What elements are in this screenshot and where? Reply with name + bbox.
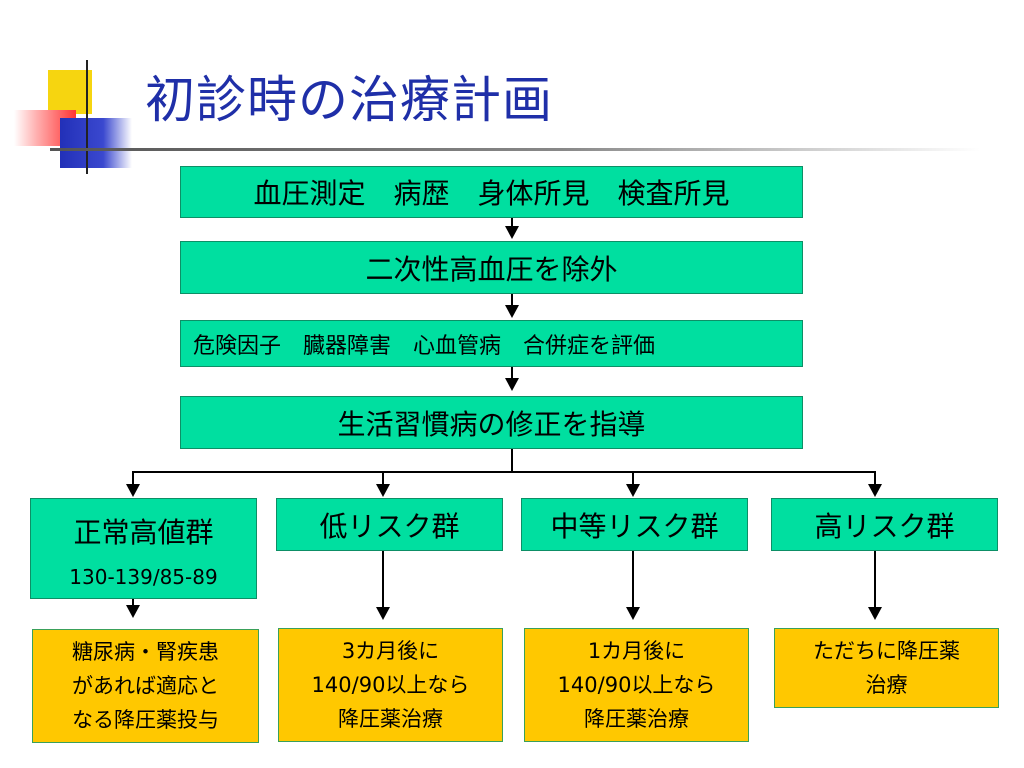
result-line: ただちに降圧薬 [813, 639, 960, 663]
group-label-high-risk: 高リスク群 [814, 509, 955, 543]
result-box-medium-risk: 1カ月後に 140/90以上なら 降圧薬治療 [524, 628, 749, 742]
connector-line [132, 599, 134, 607]
step-box-examination: 血圧測定 病歴 身体所見 検査所見 [180, 166, 803, 218]
connector-line [632, 551, 634, 609]
result-line: 140/90以上なら [311, 673, 470, 697]
connector-line [382, 551, 384, 609]
connector-line [511, 294, 513, 306]
result-line: 治療 [865, 673, 908, 697]
result-line: 140/90以上なら [557, 673, 716, 697]
group-box-high-risk: 高リスク群 [771, 498, 998, 551]
branch-drop-line [132, 471, 134, 486]
branch-drop-line [382, 471, 384, 486]
result-box-high-risk: ただちに降圧薬 治療 [774, 628, 999, 708]
result-line: があれば適応と [72, 674, 219, 698]
group-label-high-normal: 正常高値群 [73, 516, 214, 549]
arrowhead-down [626, 484, 640, 497]
result-line: 降圧薬治療 [584, 707, 689, 731]
step-box-risk-evaluation: 危険因子 臓器障害 心血管病 合併症を評価 [180, 320, 803, 367]
arrowhead-down [505, 378, 519, 391]
branch-drop-line [632, 471, 634, 486]
title-ornament-vertical-rule [86, 60, 88, 174]
title-ornament-yellow-square [48, 70, 92, 114]
title-underline-rule [50, 148, 980, 151]
arrowhead-down [126, 484, 140, 497]
result-line: なる降圧薬投与 [72, 708, 219, 732]
arrowhead-down [505, 226, 519, 239]
connector-line [511, 367, 513, 379]
arrowhead-down [376, 484, 390, 497]
arrowhead-down [868, 607, 882, 620]
title-ornament-blue-bar [60, 118, 132, 168]
result-line: 降圧薬治療 [338, 707, 443, 731]
step-text-risk-evaluation: 危険因子 臓器障害 心血管病 合併症を評価 [193, 333, 656, 359]
group-sub-high-normal: 130-139/85-89 [69, 565, 218, 589]
group-box-low-risk: 低リスク群 [276, 498, 503, 551]
connector-line [874, 551, 876, 609]
result-line: 1カ月後に [587, 639, 686, 663]
step-text-examination: 血圧測定 病歴 身体所見 検査所見 [253, 177, 730, 210]
step-box-exclude-secondary: 二次性高血圧を除外 [180, 241, 803, 294]
result-line: 糖尿病・腎疾患 [72, 640, 219, 664]
group-box-medium-risk: 中等リスク群 [521, 498, 748, 551]
step-text-exclude-secondary: 二次性高血圧を除外 [365, 252, 618, 286]
arrowhead-down [626, 607, 640, 620]
connector-line [511, 218, 513, 228]
branch-drop-line [874, 471, 876, 486]
arrowhead-down [868, 484, 882, 497]
result-box-high-normal: 糖尿病・腎疾患 があれば適応と なる降圧薬投与 [32, 629, 259, 743]
arrowhead-down [126, 605, 140, 618]
arrowhead-down [505, 305, 519, 318]
step-text-lifestyle-guidance: 生活習慣病の修正を指導 [337, 407, 646, 441]
result-line: 3カ月後に [341, 639, 440, 663]
group-box-high-normal: 正常高値群 130-139/85-89 [30, 498, 257, 599]
arrowhead-down [376, 607, 390, 620]
branch-horizontal-line [132, 471, 876, 473]
group-label-medium-risk: 中等リスク群 [550, 509, 719, 543]
group-label-low-risk: 低リスク群 [319, 509, 460, 543]
branch-stem-line [511, 449, 513, 472]
step-box-lifestyle-guidance: 生活習慣病の修正を指導 [180, 396, 803, 449]
slide-title: 初診時の治療計画 [145, 71, 553, 129]
result-box-low-risk: 3カ月後に 140/90以上なら 降圧薬治療 [278, 628, 503, 742]
